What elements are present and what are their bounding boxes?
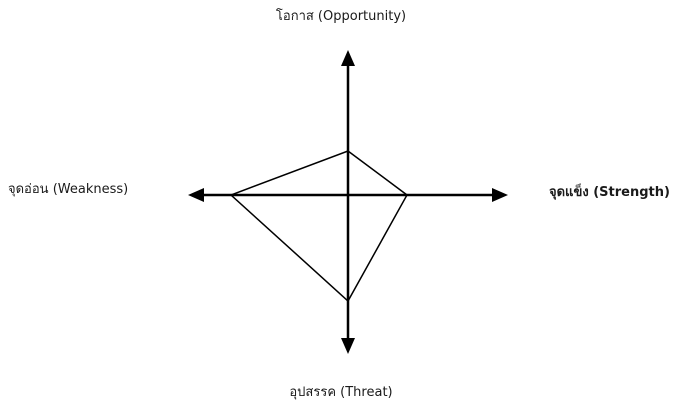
label-threat: อุปสรรค (Threat) [289, 385, 393, 400]
arrow-down [341, 338, 355, 354]
strategy-quadrilateral [229, 150, 408, 303]
label-opportunity: โอกาส (Opportunity) [275, 9, 407, 24]
label-weakness: จุดอ่อน (Weakness) [8, 182, 129, 197]
arrow-left [188, 188, 204, 202]
label-strength: จุดแข็ง (Strength) [549, 185, 670, 200]
arrow-right [492, 188, 508, 202]
arrow-up [341, 50, 355, 66]
